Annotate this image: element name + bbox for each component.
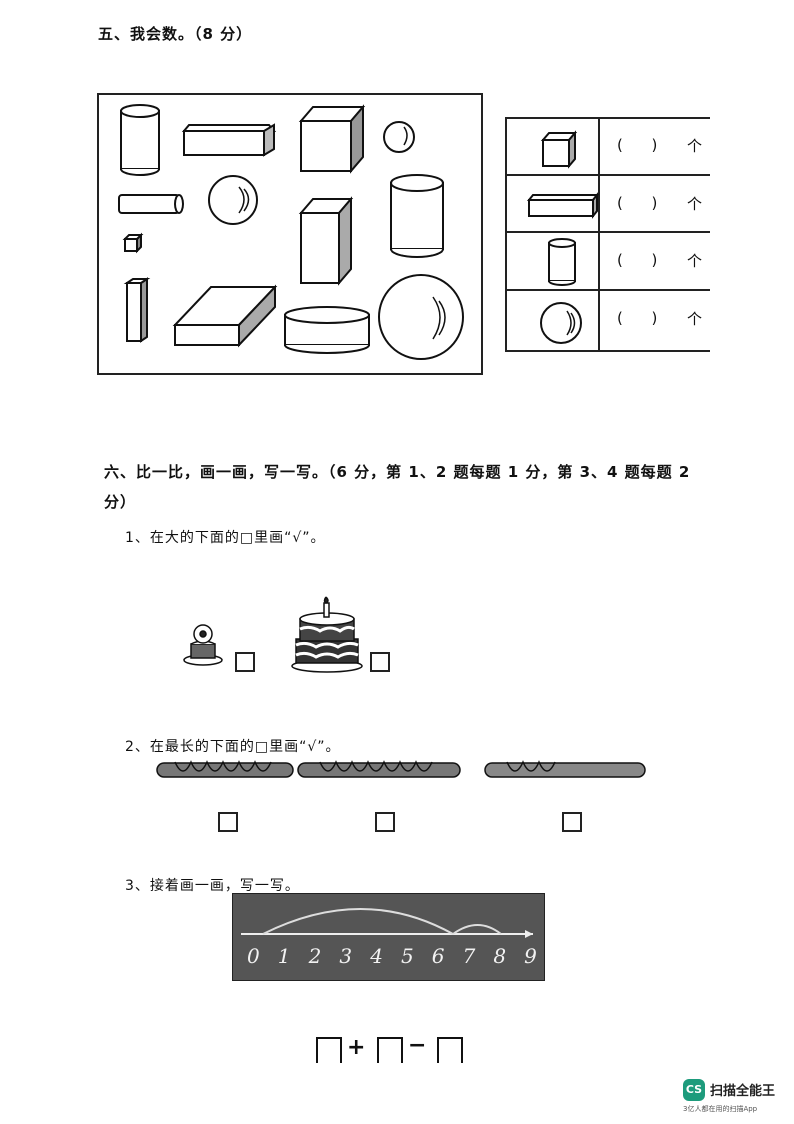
count-row-cube: ( ) 个 bbox=[505, 118, 710, 175]
cube-shape-small bbox=[122, 232, 144, 254]
cuboid-shape bbox=[181, 123, 277, 157]
cylinder-shape-wide bbox=[284, 306, 370, 354]
count-row-cylinder: ( ) 个 bbox=[505, 233, 710, 290]
watermark-brand: 扫描全能王 bbox=[710, 1084, 776, 1099]
unit-label: 个 bbox=[687, 137, 703, 155]
answer-blank[interactable]: ( ) bbox=[617, 309, 658, 327]
unit-label: 个 bbox=[687, 310, 703, 328]
shapes-drawing bbox=[118, 104, 464, 360]
answer-blank[interactable]: ( ) bbox=[617, 251, 658, 269]
table-line bbox=[505, 117, 507, 352]
tick-label: 0 bbox=[247, 944, 260, 968]
answer-box-2[interactable] bbox=[377, 1037, 403, 1063]
table-line bbox=[505, 289, 710, 291]
camscanner-logo: CS bbox=[683, 1079, 705, 1101]
cylinder-icon bbox=[548, 238, 576, 286]
rods-image bbox=[156, 760, 646, 778]
plus-sign: + bbox=[347, 1035, 366, 1060]
question-1: 1、在大的下面的□里画“√”。 bbox=[125, 530, 326, 546]
tick-label: 5 bbox=[400, 944, 414, 968]
count-row-cuboid: ( ) 个 bbox=[505, 176, 710, 233]
tick-label: 8 bbox=[493, 944, 507, 968]
tick-label: 9 bbox=[524, 944, 537, 968]
number-line-image: 0 1 2 3 4 5 6 7 8 9 bbox=[232, 893, 545, 981]
section5-title: 五、我会数。（8 分） bbox=[98, 25, 253, 43]
checkbox-rod-1[interactable] bbox=[218, 812, 238, 832]
sphere-shape bbox=[383, 121, 415, 153]
tick-label: 1 bbox=[277, 944, 291, 968]
tick-label: 2 bbox=[308, 944, 322, 968]
unit-label: 个 bbox=[687, 252, 703, 270]
cylinder-shape bbox=[120, 104, 160, 176]
answer-box-1[interactable] bbox=[316, 1037, 342, 1063]
checkbox-rod-3[interactable] bbox=[562, 812, 582, 832]
table-line bbox=[505, 174, 710, 176]
tick-label: 7 bbox=[462, 944, 476, 968]
table-line bbox=[505, 231, 710, 233]
checkbox-rod-2[interactable] bbox=[375, 812, 395, 832]
table-line bbox=[505, 117, 710, 119]
cuboid-shape-flat bbox=[172, 284, 278, 348]
section6-title: 六、比一比，画一画，写一写。（6 分，第 1、2 题每题 1 分，第 3、4 题… bbox=[104, 463, 691, 481]
unit-label: 个 bbox=[687, 195, 703, 213]
sphere-shape-big bbox=[378, 274, 464, 360]
answer-blank[interactable]: ( ) bbox=[617, 136, 658, 154]
tick-label: 3 bbox=[339, 944, 353, 968]
rod-shape bbox=[118, 194, 184, 214]
checkbox-big-cake[interactable] bbox=[370, 652, 390, 672]
sphere-icon bbox=[540, 302, 582, 344]
cuboid-icon bbox=[526, 192, 600, 219]
question-2: 2、在最长的下面的□里画“√”。 bbox=[125, 739, 341, 755]
answer-blank[interactable]: ( ) bbox=[617, 194, 658, 212]
minus-sign: − bbox=[408, 1033, 427, 1058]
number-line-labels: 0 1 2 3 4 5 6 7 8 9 bbox=[247, 944, 537, 968]
table-line bbox=[505, 350, 710, 352]
table-line bbox=[598, 117, 600, 352]
cuboid-shape-tall bbox=[298, 196, 354, 286]
cube-shape bbox=[298, 104, 366, 174]
cube-icon bbox=[540, 130, 578, 169]
small-cake-image bbox=[183, 624, 223, 666]
count-row-sphere: ( ) 个 bbox=[505, 291, 710, 348]
tick-label: 4 bbox=[370, 944, 383, 968]
checkbox-small-cake[interactable] bbox=[235, 652, 255, 672]
section6-title-cont: 分） bbox=[104, 493, 137, 511]
number-line-drawing bbox=[241, 908, 533, 938]
cuboid-shape-thin bbox=[123, 277, 151, 343]
cylinder-shape-2 bbox=[390, 174, 444, 258]
question-3: 3、接着画一画，写一写。 bbox=[125, 878, 300, 894]
watermark-tagline: 3亿人都在用的扫描App bbox=[683, 1105, 758, 1113]
big-cake-image bbox=[291, 596, 363, 673]
sphere-shape-2 bbox=[208, 175, 258, 225]
answer-box-3[interactable] bbox=[437, 1037, 463, 1063]
tick-label: 6 bbox=[431, 944, 445, 968]
shapes-picture bbox=[97, 93, 483, 375]
